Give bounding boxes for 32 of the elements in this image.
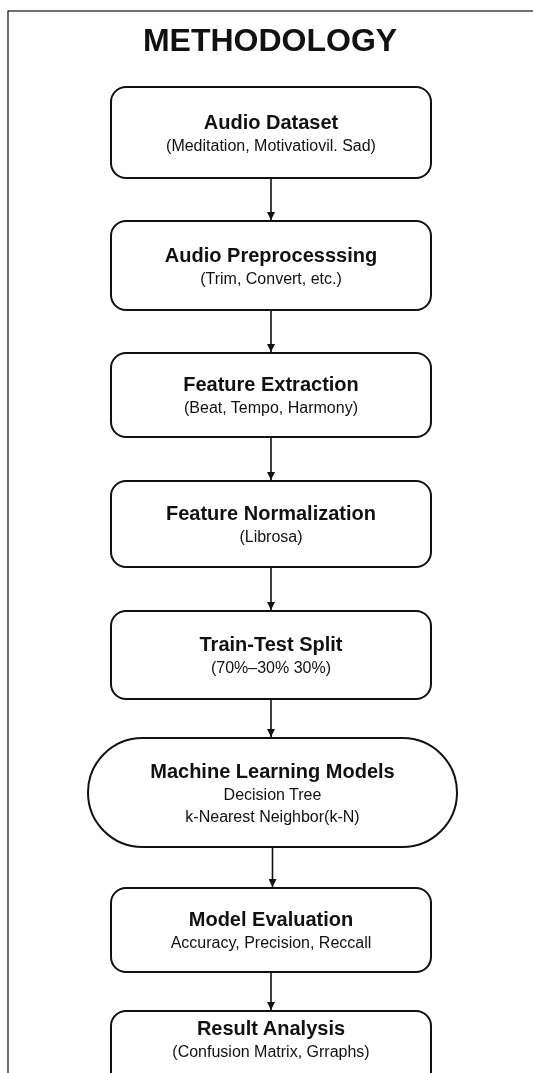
step-title: Machine Learning Models [150, 758, 395, 784]
process-box [110, 220, 432, 311]
arrow [267, 437, 275, 481]
step-detail: (Meditation, Motivatiovil. Sad) [166, 135, 376, 156]
process-box [110, 352, 432, 438]
arrow [267, 178, 275, 221]
process-box [110, 610, 432, 700]
step-detail: Accuracy, Precision, Reccall [170, 933, 372, 954]
step-title: Model Evaluation [188, 907, 354, 933]
step-title: Audio Dataset [203, 109, 339, 135]
step-detail: (Librosa) [239, 527, 303, 548]
arrow [267, 310, 275, 353]
step-title: Audio Preprocesssing [164, 242, 378, 268]
step-title: Result Analysis [196, 1016, 346, 1041]
step-detail: Decision Tree [223, 784, 322, 805]
step-title: Train-Test Split [199, 632, 343, 658]
arrow [267, 567, 275, 611]
step-detail: (Beat, Tempo, Harmony) [184, 398, 358, 419]
step-detail: k-Nearest Neighbor(k-N) [185, 806, 360, 827]
step-detail: (70%–30% 30%) [210, 658, 332, 679]
process-box [110, 1010, 432, 1073]
arrow [268, 847, 277, 888]
step-title: Feature Normalization [165, 501, 376, 527]
diagram-title: METHODOLOGY [141, 22, 399, 59]
arrow [267, 972, 275, 1011]
step-detail: (Trim, Convert, etc.) [200, 268, 342, 289]
process-box [110, 887, 432, 973]
step-title: Feature Extraction [183, 372, 359, 398]
process-box [110, 86, 432, 179]
step-detail: (Confusion Matrix, Grraphs) [172, 1042, 370, 1062]
process-box [110, 480, 432, 568]
arrow [267, 699, 275, 738]
